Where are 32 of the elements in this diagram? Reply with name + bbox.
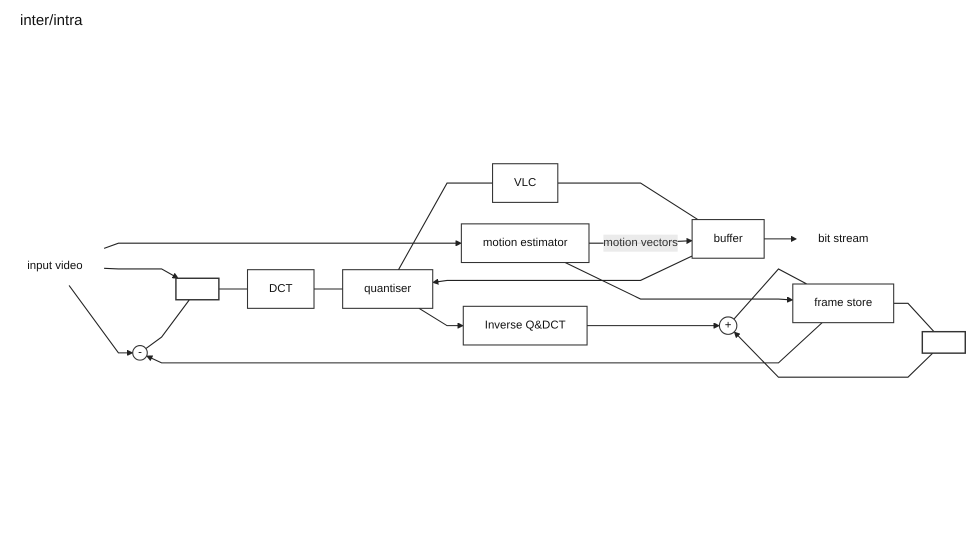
arrow <box>104 267 178 278</box>
node-circle: - <box>132 344 148 360</box>
arrow <box>564 262 794 302</box>
node-switch <box>175 277 220 300</box>
switch-label: inter/intra <box>20 12 83 29</box>
node-circle: + <box>718 316 738 334</box>
arrow <box>432 255 692 284</box>
arrow <box>146 322 823 363</box>
connector <box>398 182 493 270</box>
arrow <box>764 235 797 242</box>
node-box: frame store <box>792 283 894 323</box>
node-text: input video <box>27 259 83 272</box>
node-box: buffer <box>692 218 765 258</box>
node-text: bit stream <box>818 232 868 244</box>
arrow <box>734 331 934 378</box>
arrow <box>587 322 720 328</box>
node-box: Inverse Q&DCT <box>462 305 588 346</box>
connector <box>146 298 190 349</box>
arrow <box>418 307 464 328</box>
edge-label: motion vectors <box>603 236 678 248</box>
connector <box>894 302 934 332</box>
node-box: VLC <box>492 162 558 202</box>
connector <box>314 288 343 290</box>
node-box: quantiser <box>342 268 434 308</box>
node-box: DCT <box>246 268 315 308</box>
node-box: motion estimator <box>460 222 590 263</box>
arrow <box>104 240 462 248</box>
connector <box>218 288 248 290</box>
node-switch <box>922 330 966 354</box>
connector <box>558 182 698 220</box>
arrow <box>68 284 133 356</box>
connector <box>734 268 808 320</box>
